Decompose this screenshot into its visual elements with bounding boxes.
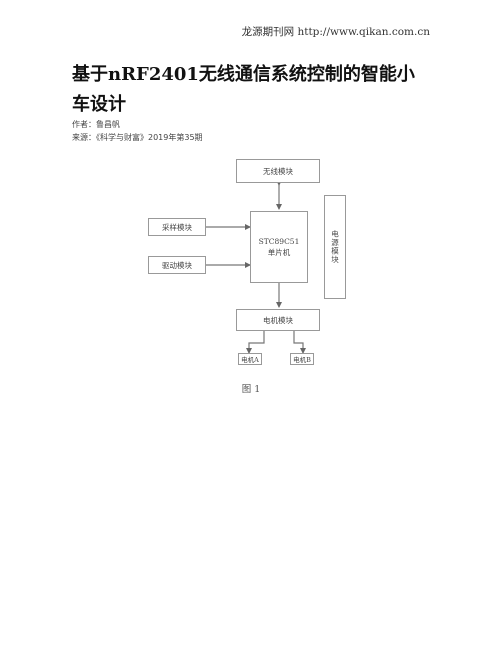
mcu-type-label: 单片机 bbox=[267, 248, 291, 257]
power-module-label: 电源模块 bbox=[330, 230, 340, 264]
motor-b-block: 电机B bbox=[290, 353, 314, 365]
motor-a-connector bbox=[246, 330, 265, 354]
wireless-module-label: 无线模块 bbox=[263, 166, 293, 176]
motor-a-block: 电机A bbox=[238, 353, 262, 365]
author-line: 作者：鲁昌帆 bbox=[72, 120, 120, 129]
drive-module-label: 驱动模块 bbox=[162, 260, 192, 270]
figure-caption: 图 1 bbox=[241, 384, 261, 395]
motor-a-label: 电机A bbox=[241, 356, 259, 364]
motor-b-connector bbox=[293, 330, 306, 354]
sampling-module-label: 采样模块 bbox=[162, 222, 192, 232]
article-title: 基于nRF2401无线通信系统控制的智能小车设计 bbox=[72, 64, 415, 115]
wireless-module-block: 无线模块 bbox=[236, 159, 320, 183]
drive-module-block: 驱动模块 bbox=[148, 256, 206, 274]
mcu-model-label: STC89C51 bbox=[258, 237, 300, 246]
diagram-connectors bbox=[206, 180, 306, 354]
source-line: 来源：《科学与财富》2019年第35期 bbox=[72, 133, 203, 142]
mcu-block: STC89C51 单片机 bbox=[250, 211, 308, 283]
motor-module-label: 电机模块 bbox=[263, 315, 293, 325]
sampling-module-block: 采样模块 bbox=[148, 218, 206, 236]
header-source-line: 龙源期刊网 http://www.qikan.com.cn bbox=[241, 26, 430, 38]
motor-module-block: 电机模块 bbox=[236, 309, 320, 331]
block-diagram: 无线模块 采样模块 驱动模块 STC89C51 单片机 电源模块 电机模块 电机… bbox=[146, 157, 358, 375]
power-module-block: 电源模块 bbox=[324, 195, 346, 299]
motor-b-label: 电机B bbox=[293, 356, 311, 364]
